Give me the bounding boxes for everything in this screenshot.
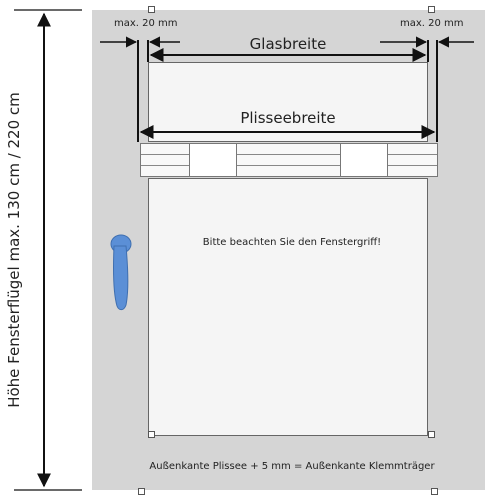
- frame-tab: [431, 488, 438, 495]
- rail-line: [141, 165, 437, 166]
- frame-tab: [148, 6, 155, 13]
- bottom-edge-note: Außenkante Plissee + 5 mm = Außenkante K…: [149, 461, 435, 472]
- clamp-bracket-right: [340, 143, 388, 177]
- frame-tab: [138, 488, 145, 495]
- glass-pane-bottom: [148, 178, 428, 436]
- frame-tab: [428, 6, 435, 13]
- max-right-label: max. 20 mm: [400, 18, 464, 29]
- window-handle-icon: [110, 234, 132, 311]
- height-label: Höhe Fensterflügel max. 130 cm / 220 cm: [5, 92, 23, 408]
- window-handle-hint: Bitte beachten Sie den Fenstergriff!: [202, 237, 382, 248]
- pleat-blind-rail: [140, 143, 438, 177]
- rail-line: [141, 154, 437, 155]
- plisseebreite-label: Plisseebreite: [240, 109, 336, 127]
- handle-grip: [112, 245, 129, 311]
- clamp-bracket-left: [189, 143, 237, 177]
- frame-tab: [148, 431, 155, 438]
- max-left-label: max. 20 mm: [114, 18, 178, 29]
- glasbreite-label: Glasbreite: [249, 35, 327, 53]
- frame-tab: [428, 431, 435, 438]
